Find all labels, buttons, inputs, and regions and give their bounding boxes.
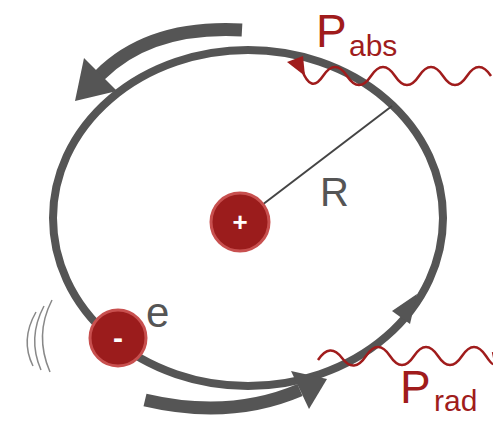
motion-arrowhead	[291, 371, 327, 409]
photon-wave	[302, 67, 491, 85]
motion-arrow	[145, 390, 300, 408]
power-symbol: P	[316, 8, 347, 54]
electron-circle: -	[88, 308, 148, 368]
label-text: P	[316, 8, 347, 54]
photon-wave	[318, 347, 493, 366]
motion-line	[27, 312, 36, 366]
motion-arrow	[100, 30, 242, 75]
motion-line	[42, 300, 52, 372]
power-symbol: P	[400, 364, 431, 410]
electron-label: e	[146, 292, 169, 334]
power-subscript: rad	[434, 386, 477, 416]
label-text: abs	[349, 31, 397, 61]
power-subscript: abs	[349, 31, 397, 61]
electron-orbit	[53, 50, 443, 386]
motion-arrowhead	[75, 58, 117, 101]
charge-sign: +	[232, 209, 247, 235]
radius-label: R	[320, 172, 349, 212]
label-text: R	[320, 172, 349, 212]
orbit-arrowhead	[392, 294, 417, 324]
photon-arrowhead	[287, 56, 305, 76]
charge-sign: -	[113, 323, 123, 353]
label-text: rad	[434, 386, 477, 416]
motion-line	[35, 306, 44, 370]
label-text: e	[146, 292, 169, 334]
label-text: P	[400, 364, 431, 410]
nucleus-circle: +	[209, 191, 271, 253]
